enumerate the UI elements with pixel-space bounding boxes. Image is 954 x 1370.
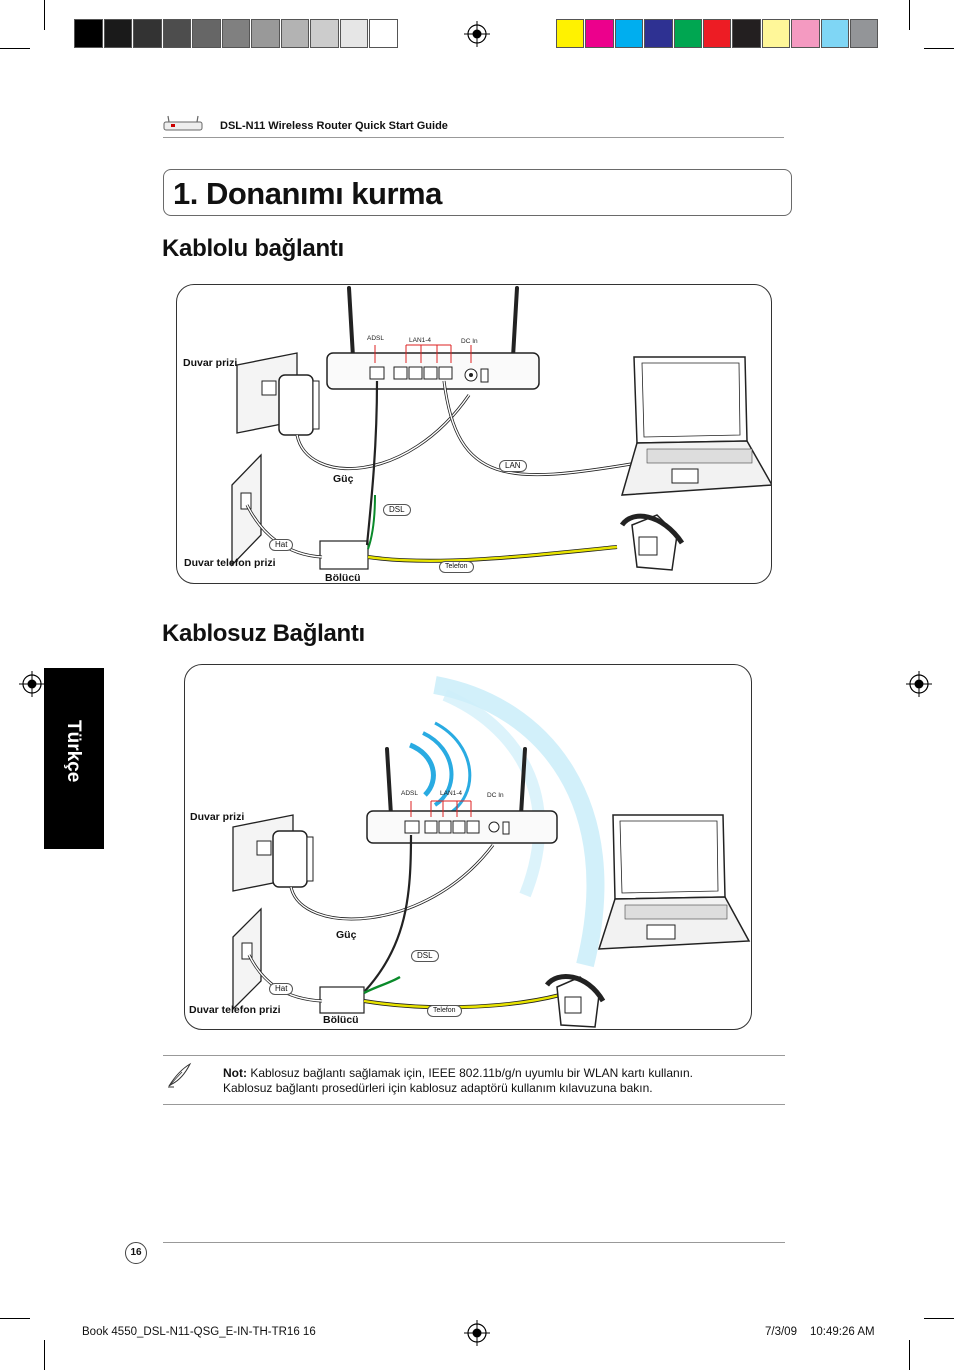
note-divider-top [163, 1055, 785, 1056]
color-swatch [761, 19, 791, 48]
note-divider-bottom [163, 1104, 785, 1105]
dsl-cable-tag: DSL [411, 950, 439, 962]
color-swatch [585, 19, 614, 48]
note-line-2: Kablosuz bağlantı prosedürleri için kabl… [223, 1081, 653, 1095]
language-side-tab: Türkçe [44, 668, 104, 849]
color-swatch [732, 19, 761, 48]
wired-diagram-illustration [231, 286, 771, 571]
color-swatch [556, 19, 585, 48]
color-swatch [369, 19, 398, 48]
dsl-cable-tag: DSL [383, 504, 411, 516]
wireless-connection-diagram: ADSL LAN1-4 DC In Duvar prizi Güç DSL Ha… [184, 664, 752, 1030]
header-title: DSL-N11 Wireless Router Quick Start Guid… [220, 120, 448, 132]
dc-in-label: DC In [461, 338, 478, 345]
wall-outlet-label: Duvar prizi [183, 357, 238, 369]
crop-mark [924, 48, 954, 49]
section-title-box: 1. Donanımı kurma [163, 169, 792, 216]
color-swatch [221, 19, 250, 48]
color-swatch [103, 19, 132, 48]
color-swatch [614, 19, 644, 48]
note-label: Not: [223, 1066, 247, 1080]
crop-mark [909, 0, 910, 30]
splitter-label: Bölücü [323, 1014, 359, 1026]
color-swatch [791, 19, 820, 48]
quill-pen-icon [168, 1062, 192, 1088]
footer-file-name: Book 4550_DSL-N11-QSG_E-IN-TH-TR16 16 [82, 1326, 316, 1338]
section-title: 1. Donanımı kurma [173, 176, 442, 211]
color-swatch [850, 19, 879, 48]
color-swatch [162, 19, 191, 48]
wired-connection-diagram: ADSL LAN1-4 DC In Duvar prizi Güç LAN DS… [176, 284, 772, 584]
dc-in-label: DC In [487, 792, 504, 799]
color-swatch [192, 19, 221, 48]
page-number: 16 [125, 1242, 147, 1264]
line-cable-tag: Hat [269, 539, 294, 551]
lan-ports-label: LAN1-4 [440, 790, 463, 797]
wireless-heading: Kablosuz Bağlantı [162, 620, 365, 647]
registration-mark-icon [464, 21, 490, 47]
lan-ports-label: LAN1-4 [409, 337, 432, 344]
wall-phone-jack-label: Duvar telefon prizi [189, 1004, 281, 1016]
footer-time: 10:49:26 AM [810, 1326, 875, 1338]
telephone-cable-tag: Telefon [439, 561, 474, 573]
footer-date: 7/3/09 [765, 1326, 797, 1338]
line-cable-tag: Hat [269, 983, 294, 995]
registration-mark-icon [464, 1320, 490, 1346]
crop-mark [909, 1340, 910, 1370]
registration-mark-icon [906, 671, 932, 697]
color-swatch [673, 19, 702, 48]
header-divider [163, 137, 784, 138]
crop-mark [0, 1318, 30, 1319]
adsl-port-label: ADSL [401, 790, 418, 797]
note-text: Not: Kablosuz bağlantı sağlamak için, IE… [223, 1066, 783, 1096]
color-swatch [280, 19, 309, 48]
color-swatch [644, 19, 673, 48]
color-swatch [820, 19, 849, 48]
color-swatch [339, 19, 368, 48]
color-swatch [251, 19, 280, 48]
router-thumbnail-icon [163, 115, 203, 131]
wall-phone-jack-label: Duvar telefon prizi [184, 557, 276, 569]
language-tab-label: Türkçe [63, 720, 84, 783]
crop-mark [44, 1340, 45, 1370]
wall-outlet-label: Duvar prizi [190, 811, 245, 823]
crop-mark [924, 1318, 954, 1319]
crop-mark [44, 0, 45, 30]
lan-cable-tag: LAN [499, 460, 527, 472]
note-line-1: Kablosuz bağlantı sağlamak için, IEEE 80… [247, 1066, 694, 1080]
registration-mark-icon [19, 671, 45, 697]
adsl-port-label: ADSL [367, 335, 384, 342]
wired-heading: Kablolu bağlantı [162, 235, 344, 262]
telephone-cable-tag: Telefon [427, 1005, 462, 1017]
power-label: Güç [333, 473, 354, 485]
color-swatch [133, 19, 162, 48]
color-swatch [703, 19, 732, 48]
splitter-label: Bölücü [325, 572, 361, 584]
color-swatch [74, 19, 103, 48]
crop-mark [0, 48, 30, 49]
wireless-diagram-illustration [232, 676, 751, 1028]
color-swatch [310, 19, 339, 48]
power-label: Güç [336, 929, 357, 941]
footer-divider [163, 1242, 785, 1243]
